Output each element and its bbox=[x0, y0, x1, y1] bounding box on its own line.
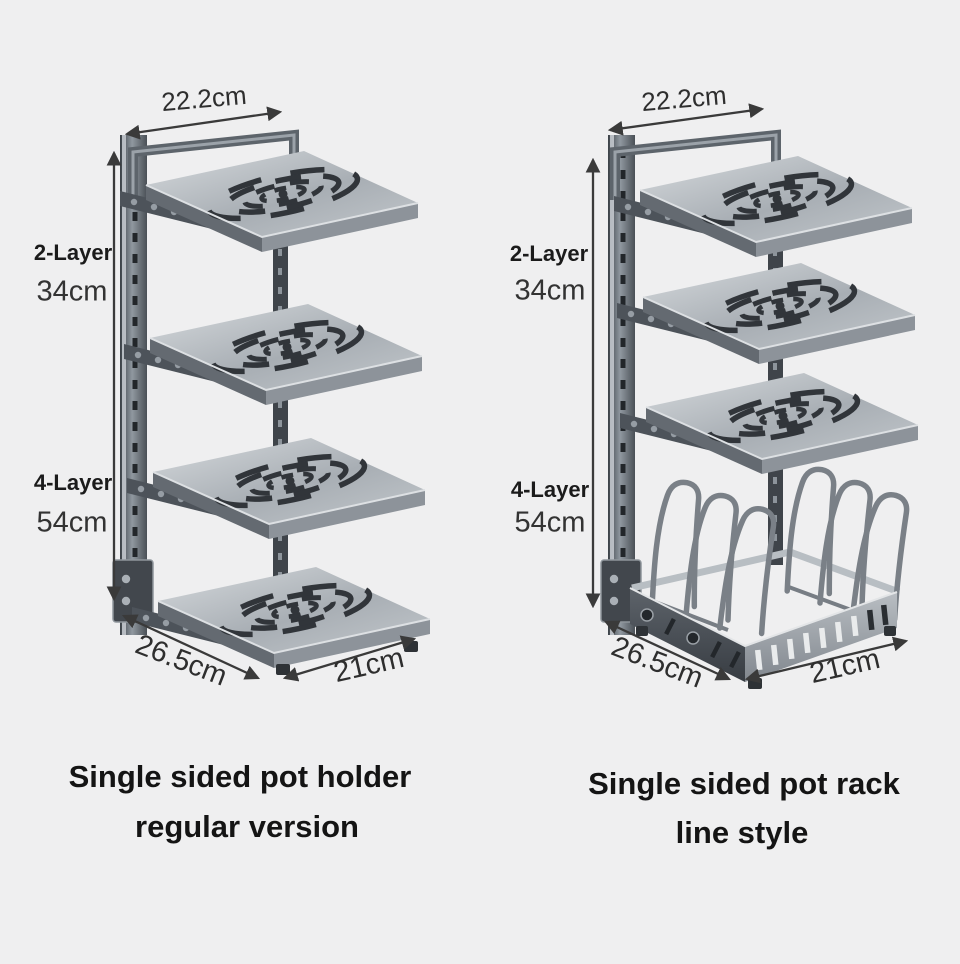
right-rack-illustration bbox=[601, 129, 918, 689]
left-caption-line2: regular version bbox=[135, 809, 359, 844]
right-rack-shelf-2 bbox=[617, 263, 915, 364]
left-rack-shelf-2 bbox=[124, 304, 422, 405]
right-top-width-arrow bbox=[607, 103, 765, 136]
right-layer2-label: 2-Layer bbox=[509, 241, 589, 266]
right-bottom-width-arrow bbox=[744, 636, 909, 684]
dimension-arrows bbox=[106, 103, 909, 684]
left-bottom-width-arrow bbox=[282, 635, 417, 682]
right-layer4-height: 54cm bbox=[514, 506, 586, 539]
left-rack-shelf-1 bbox=[120, 151, 418, 252]
left-layer4-label: 4-Layer bbox=[33, 470, 113, 495]
right-caption-line1: Single sided pot rack bbox=[588, 766, 900, 801]
right-layer4-label: 4-Layer bbox=[510, 477, 590, 502]
right-caption-line2: line style bbox=[675, 815, 809, 850]
left-layer2-label: 2-Layer bbox=[33, 240, 113, 265]
left-depth-arrow bbox=[121, 614, 261, 680]
right-layer2-height: 34cm bbox=[514, 274, 586, 307]
left-layer4-height: 54cm bbox=[36, 506, 108, 539]
left-top-width-arrow bbox=[124, 106, 283, 140]
right-depth-arrow bbox=[603, 620, 732, 681]
right-rack-shelf-1 bbox=[614, 156, 912, 257]
left-layer2-height: 34cm bbox=[36, 275, 108, 308]
right-rack-shelf-3 bbox=[620, 373, 918, 474]
left-caption-line1: Single sided pot holder bbox=[68, 759, 412, 794]
left-rack-illustration bbox=[113, 129, 430, 675]
left-rack-shelf-3 bbox=[127, 438, 425, 539]
